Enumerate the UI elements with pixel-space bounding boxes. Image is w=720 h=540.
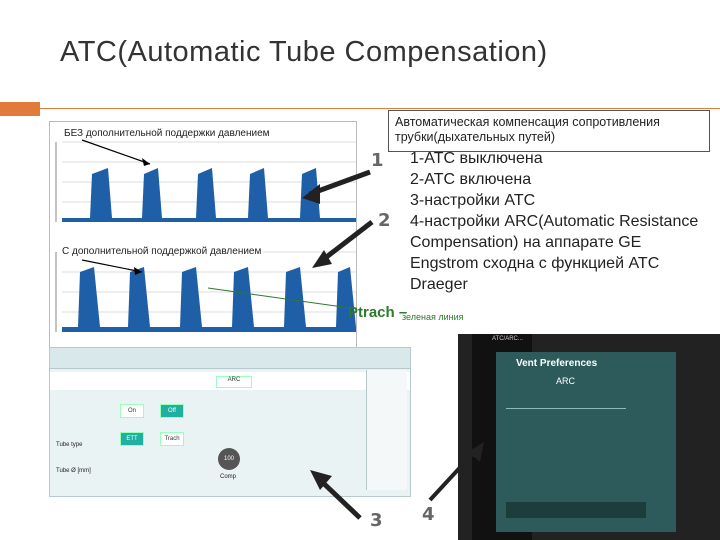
tab-plus[interactable]: + [360,347,374,348]
marker-1: 1 [371,150,384,171]
label-with-pressure-support: С дополнительной поддержкой давлением [60,246,264,257]
tab-close[interactable]: X [378,347,392,348]
callout-text: Автоматическая компенсация сопротивления… [395,115,660,144]
arc-settings-rows [506,408,626,449]
off-button[interactable]: Off [160,404,184,418]
waveform-bottom [62,267,356,332]
arc-tab[interactable]: ARC [216,376,252,388]
ptrach-label: Ptrach – [348,304,408,321]
accent-bar [0,102,40,116]
vent-preferences-panel: Vent Preferences ARC [496,352,676,532]
legend-item-2: 2-ATC включена [410,171,532,188]
legend-item-1: 1-ATC выключена [410,150,543,167]
on-button[interactable]: On [120,404,144,418]
arc-info-box [506,502,646,518]
marker-3: 3 [370,510,383,531]
arc-header: ARC [556,376,576,386]
ett-button[interactable]: ETT [120,432,144,446]
legend-item-3: 3-настройки ATC [410,192,536,209]
big-arrows [302,169,374,268]
waveform-svg [55,139,356,332]
waveform-top [62,168,356,222]
tube-type-label: Tube type [56,442,83,448]
photo-top-text: ATC/ARC... [492,336,523,342]
slide-title: ATC(Automatic Tube Compensation) [60,36,548,68]
legend-item-4: 4-настройки ARC(Automatic Resistance Com… [410,213,699,293]
accent-line [40,108,720,109]
waveform-panel: БЕЗ дополнительной поддержки давлением С… [49,121,357,352]
legend-list: 1-ATC выключена 2-ATC включена 3-настрой… [410,148,710,295]
marker-4: 4 [422,504,435,525]
vent-preferences-title: Vent Preferences [516,358,598,369]
atc-settings-screen: + X ARC On Off ETT Trach Tube type Tube … [49,347,411,497]
comp-knob[interactable]: 100 [218,448,240,470]
callout-box: Автоматическая компенсация сопротивления… [388,110,710,152]
marker-2: 2 [378,210,391,231]
tube-diam-label: Tube Ø [mm] [56,468,91,474]
comp-label: Comp [220,474,237,480]
ptrach-sublabel: зеленая линия [402,312,464,322]
trach-button[interactable]: Trach [160,432,184,446]
settings-side-panel [366,370,407,490]
bottom-arrows [310,442,484,520]
settings-tabbar [50,348,410,369]
ge-engstrom-photo: Vent Preferences ARC ATC/ARC... [458,334,720,540]
label-without-pressure-support: БЕЗ дополнительной поддержки давлением [62,128,272,139]
